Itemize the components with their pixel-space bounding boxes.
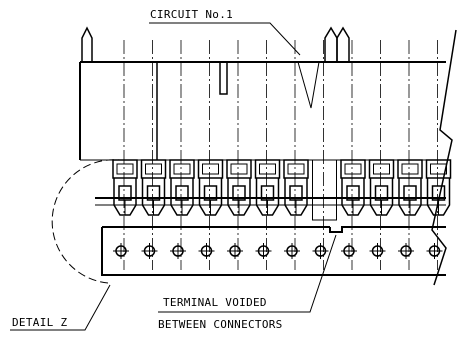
- contact-window: [401, 163, 419, 175]
- contact-window: [202, 163, 219, 175]
- contact: [283, 159, 309, 216]
- contact-window: [373, 163, 390, 175]
- detail-z-circle: [51, 159, 121, 284]
- contact-upper: [397, 159, 423, 179]
- contact: [368, 159, 395, 216]
- voided-contact: [312, 159, 337, 221]
- circuit-label: CIRCUIT No.1: [150, 8, 233, 21]
- contact-upper: [169, 159, 195, 179]
- contact-upper: [340, 159, 366, 179]
- terminal-holes: [113, 243, 443, 259]
- left-latch-post: [81, 26, 93, 62]
- contact: [140, 159, 167, 216]
- right-latch-posts: [324, 26, 350, 62]
- contact-upper: [226, 159, 252, 179]
- contact-window: [145, 163, 162, 175]
- circuit-leader: [149, 22, 320, 109]
- contact: [197, 159, 224, 216]
- contact-window: [230, 163, 248, 175]
- contact-upper: [140, 159, 167, 179]
- contact-upper: [254, 159, 281, 179]
- contact-upper: [197, 159, 224, 179]
- contact-upper: [112, 159, 138, 179]
- terminal-strip: [101, 226, 446, 276]
- break-line: [431, 29, 457, 286]
- connector-body: [79, 61, 446, 206]
- contact-upper: [368, 159, 395, 179]
- contact-window: [259, 163, 276, 175]
- voided-cavity: [312, 159, 337, 221]
- contact: [169, 159, 195, 216]
- contact-row: [112, 159, 452, 221]
- contact-window: [173, 163, 191, 175]
- contact-window: [116, 163, 134, 175]
- between-connectors-label: BETWEEN CONNECTORS: [158, 318, 283, 331]
- contact-window: [344, 163, 362, 175]
- center-lines: [123, 40, 438, 270]
- key-slot: [219, 61, 228, 95]
- contact: [254, 159, 281, 216]
- contact: [425, 159, 452, 216]
- contact-upper: [425, 159, 452, 179]
- detail-z-leader: [10, 284, 111, 331]
- contact: [397, 159, 423, 216]
- contact: [112, 159, 138, 216]
- contact-upper: [283, 159, 309, 179]
- contact-window: [430, 163, 447, 175]
- detail-label: DETAIL Z: [12, 316, 67, 329]
- contact-window: [287, 163, 305, 175]
- terminal-voided-label: TERMINAL VOIDED: [163, 296, 267, 309]
- contact: [226, 159, 252, 216]
- contact: [340, 159, 366, 216]
